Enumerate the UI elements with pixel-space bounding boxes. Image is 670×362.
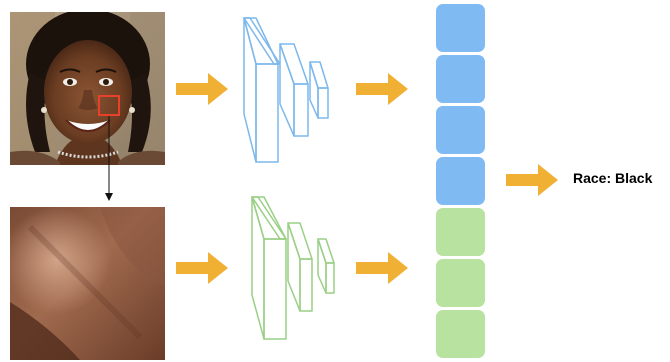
cnn-stack-icon	[243, 17, 329, 163]
block-arrow-right-icon	[356, 73, 408, 105]
face-photo	[10, 12, 165, 165]
crop-connector-arrow	[105, 116, 113, 201]
block-arrow-right-icon	[176, 252, 228, 284]
crop-region-box	[98, 95, 120, 116]
face-feature-cell	[436, 55, 485, 103]
skin-patch-photo	[10, 207, 165, 360]
output-label: Race: Black	[573, 170, 653, 186]
skin-feature-cell	[436, 310, 485, 358]
face-feature-cell	[436, 157, 485, 205]
skin-feature-cell	[436, 208, 485, 256]
face-feature-cell	[436, 4, 485, 52]
block-arrow-right-icon	[506, 164, 558, 196]
block-arrow-right-icon	[356, 252, 408, 284]
skin-feature-cell	[436, 259, 485, 307]
block-arrow-right-icon	[176, 73, 228, 105]
face-feature-cell	[436, 106, 485, 154]
cnn-stack-icon	[251, 196, 335, 340]
